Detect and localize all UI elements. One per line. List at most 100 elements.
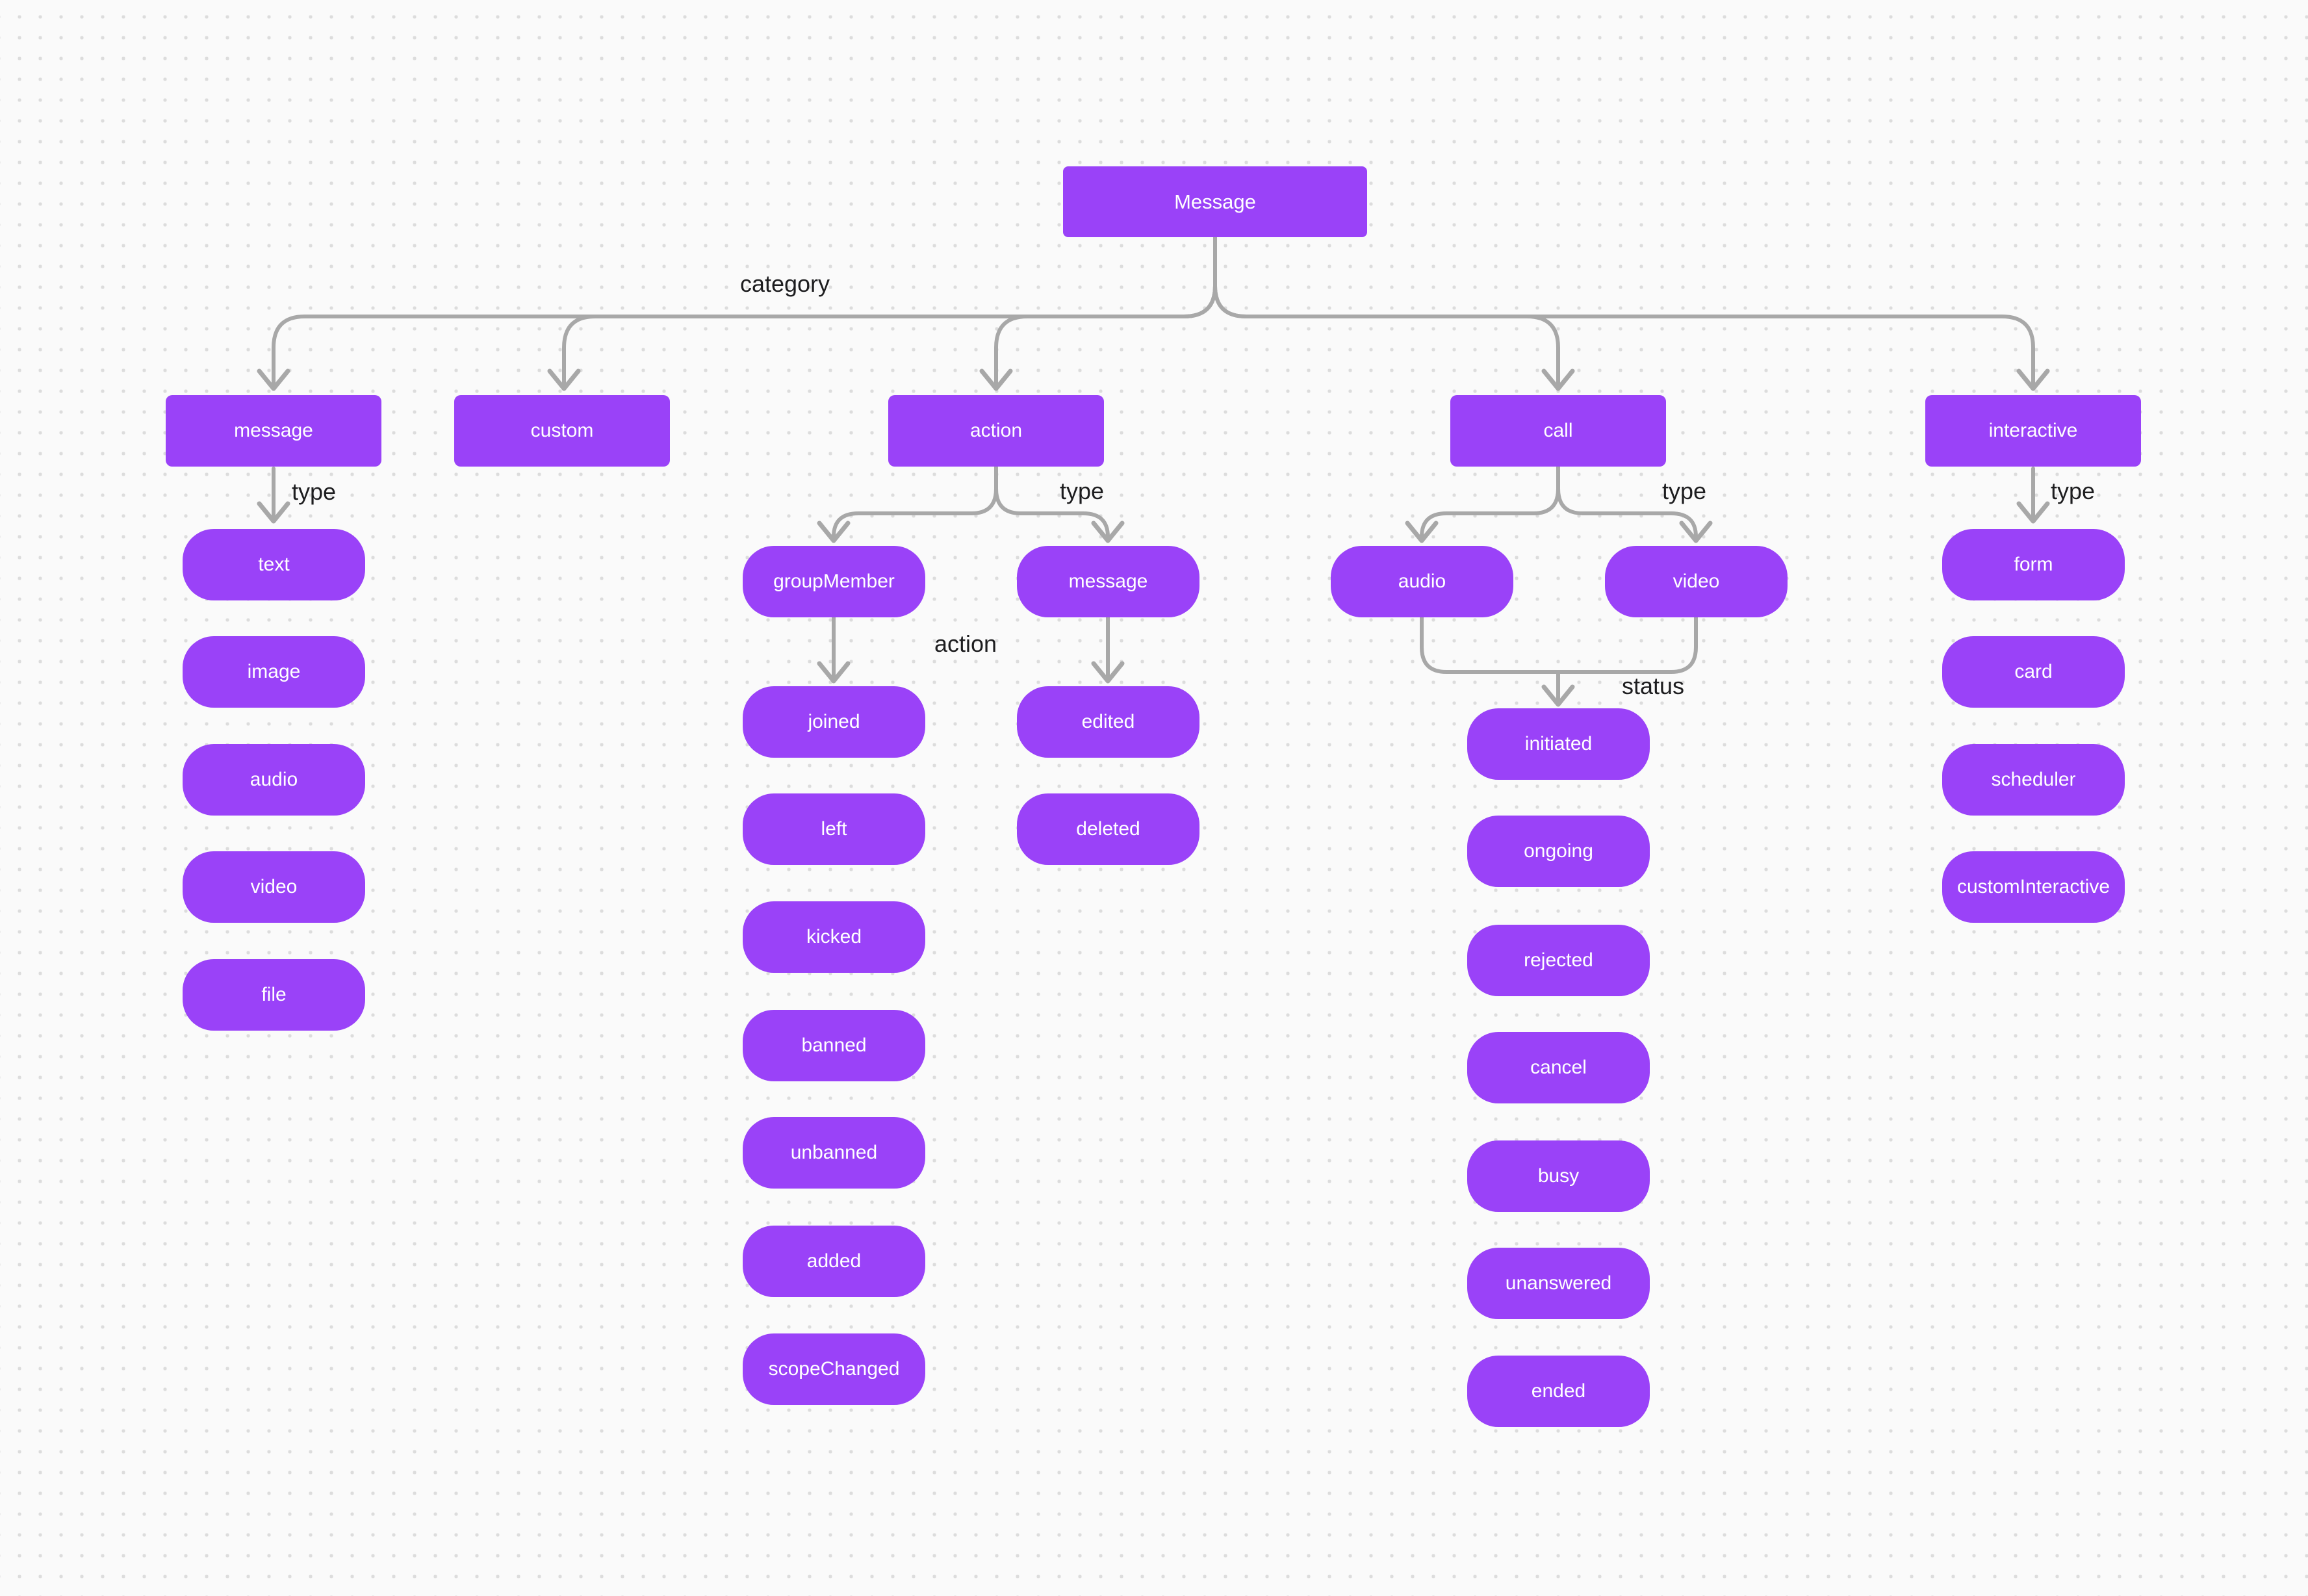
node-root-message[interactable]: Message [1063, 166, 1367, 237]
node-status-ended[interactable]: ended [1467, 1356, 1650, 1427]
arrowhead [817, 661, 851, 684]
node-label: groupMember [773, 571, 895, 592]
node-category-call[interactable]: call [1450, 395, 1666, 467]
connector-audio-merge [1420, 615, 1560, 674]
node-category-interactive[interactable]: interactive [1925, 395, 2141, 467]
connector-video-merge [1556, 615, 1698, 674]
node-action-groupmember[interactable]: groupMember [743, 546, 925, 617]
edge-label-status[interactable]: status [1621, 673, 1685, 699]
node-interactive-custominteractive[interactable]: customInteractive [1942, 851, 2125, 923]
arrowhead [2016, 501, 2050, 524]
node-call-video[interactable]: video [1605, 546, 1788, 617]
node-label: file [261, 984, 287, 1005]
node-status-unanswered[interactable]: unanswered [1467, 1248, 1650, 1319]
node-type-file[interactable]: file [183, 959, 365, 1031]
connector-root-custom [562, 235, 1217, 387]
arrowhead [1541, 368, 1575, 391]
node-category-action[interactable]: action [888, 395, 1104, 467]
arrowhead [1405, 521, 1439, 543]
arrowhead [817, 521, 851, 543]
node-label: edited [1081, 711, 1135, 732]
node-action-unbanned[interactable]: unbanned [743, 1117, 925, 1189]
node-interactive-form[interactable]: form [1942, 529, 2125, 600]
arrowhead [1541, 684, 1575, 707]
node-label: banned [801, 1035, 867, 1056]
node-action-deleted[interactable]: deleted [1017, 793, 1199, 865]
arrowhead [1091, 521, 1125, 543]
node-type-image[interactable]: image [183, 636, 365, 708]
node-action-added[interactable]: added [743, 1226, 925, 1297]
node-label: Message [1174, 190, 1256, 213]
node-label: joined [808, 711, 860, 732]
node-interactive-card[interactable]: card [1942, 636, 2125, 708]
arrowhead [1679, 521, 1713, 543]
node-interactive-scheduler[interactable]: scheduler [1942, 744, 2125, 816]
node-call-audio[interactable]: audio [1331, 546, 1513, 617]
node-label: busy [1537, 1165, 1580, 1187]
node-label: form [2014, 554, 2053, 575]
node-label: message [1068, 571, 1148, 592]
node-label: ongoing [1524, 840, 1593, 862]
connector-root-action [994, 235, 1217, 387]
arrowhead [257, 501, 290, 524]
node-label: cancel [1530, 1057, 1587, 1078]
edge-label-type-interactive[interactable]: type [2050, 478, 2096, 504]
node-label: video [250, 876, 298, 897]
node-label: added [806, 1250, 862, 1272]
node-type-audio[interactable]: audio [183, 744, 365, 816]
node-action-left[interactable]: left [743, 793, 925, 865]
node-label: interactive [1988, 420, 2078, 441]
node-label: unbanned [790, 1142, 878, 1163]
node-type-video[interactable]: video [183, 851, 365, 923]
node-action-edited[interactable]: edited [1017, 686, 1199, 758]
node-label: action [969, 420, 1023, 441]
arrowhead [257, 368, 290, 391]
edge-label-action[interactable]: action [934, 630, 997, 657]
node-label: text [258, 554, 290, 575]
node-label: scopeChanged [768, 1358, 900, 1380]
connector-root-message [272, 235, 1217, 387]
edge-label-type-action[interactable]: type [1059, 478, 1105, 504]
arrowhead [2016, 368, 2050, 391]
node-category-message[interactable]: message [166, 395, 381, 467]
node-label: initiated [1524, 733, 1593, 754]
arrowhead [979, 368, 1013, 391]
node-label: unanswered [1505, 1272, 1612, 1294]
edge-label-category[interactable]: category [739, 270, 830, 297]
node-label: ended [1531, 1380, 1586, 1402]
node-category-custom[interactable]: custom [454, 395, 670, 467]
node-label: kicked [806, 926, 862, 947]
node-action-banned[interactable]: banned [743, 1010, 925, 1081]
arrowhead [1091, 661, 1125, 684]
connector-call-audio [1420, 465, 1560, 539]
node-label: deleted [1076, 818, 1140, 840]
edge-label-type-call[interactable]: type [1661, 478, 1707, 504]
node-status-busy[interactable]: busy [1467, 1140, 1650, 1212]
connector-call-video [1556, 465, 1698, 539]
node-label: custom [530, 420, 594, 441]
node-label: card [2014, 661, 2053, 682]
node-label: customInteractive [1956, 876, 2110, 897]
node-label: audio [1398, 571, 1446, 592]
edge-label-type-message[interactable]: type [291, 478, 337, 505]
node-label: left [821, 818, 847, 840]
node-action-message[interactable]: message [1017, 546, 1199, 617]
node-action-joined[interactable]: joined [743, 686, 925, 758]
node-status-ongoing[interactable]: ongoing [1467, 816, 1650, 887]
connector-action-message [994, 465, 1110, 539]
node-action-kicked[interactable]: kicked [743, 901, 925, 973]
node-type-text[interactable]: text [183, 529, 365, 600]
node-status-cancel[interactable]: cancel [1467, 1032, 1650, 1103]
node-label: video [1673, 571, 1720, 592]
node-label: scheduler [1991, 769, 2076, 790]
arrowhead [547, 368, 581, 391]
node-status-rejected[interactable]: rejected [1467, 925, 1650, 996]
node-label: image [247, 661, 301, 682]
node-status-initiated[interactable]: initiated [1467, 708, 1650, 780]
node-action-scopechanged[interactable]: scopeChanged [743, 1333, 925, 1405]
node-label: message [234, 420, 313, 441]
node-label: call [1543, 420, 1573, 441]
connector-action-groupmember [832, 465, 998, 539]
